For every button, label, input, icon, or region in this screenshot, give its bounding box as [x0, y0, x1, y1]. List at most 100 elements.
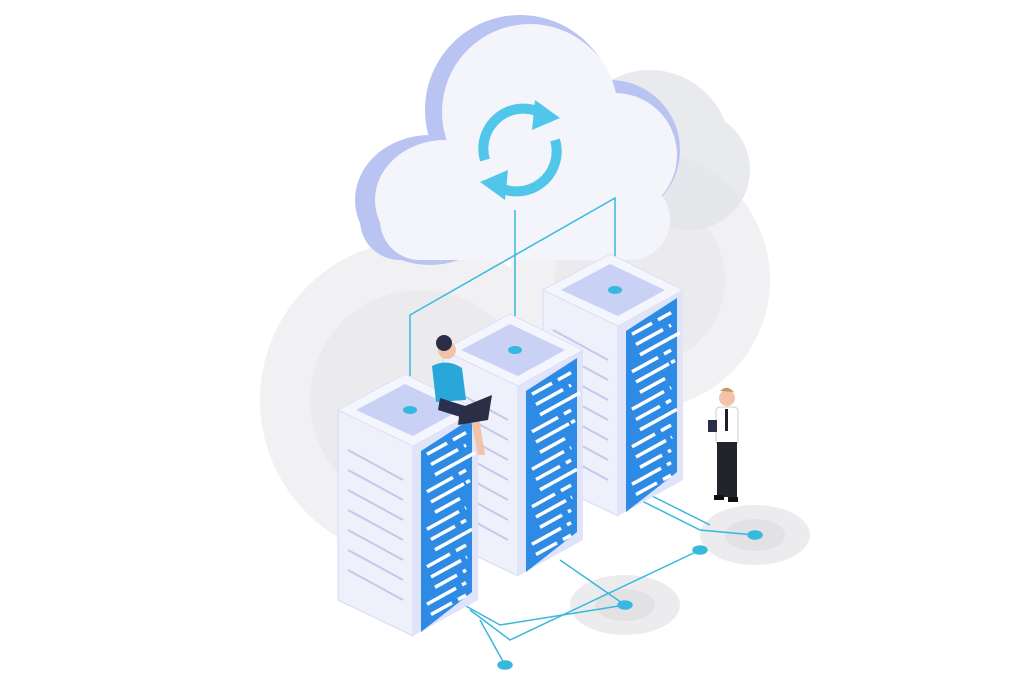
- server-slot: [562, 533, 572, 542]
- vent-line: [347, 449, 404, 481]
- wire: [649, 494, 711, 526]
- server-slot: [531, 415, 559, 434]
- connector-dot: [617, 600, 633, 610]
- server-slot: [458, 468, 467, 476]
- server-rack: [336, 373, 480, 637]
- server-slot: [631, 432, 656, 449]
- server-slot: [463, 443, 467, 448]
- server-slot: [452, 431, 467, 442]
- wire: [409, 196, 616, 410]
- server-slot: [465, 527, 473, 535]
- vent-line: [552, 329, 609, 361]
- server-slot: [639, 334, 675, 357]
- server-slot: [462, 568, 467, 574]
- vent-line: [347, 469, 404, 501]
- server-slot: [670, 435, 673, 440]
- server-panel: [526, 358, 577, 572]
- server-slot: [455, 543, 467, 553]
- server-slot: [531, 381, 553, 396]
- server-racks: [336, 253, 685, 637]
- server-slot: [430, 482, 465, 504]
- connector-dot: [692, 545, 708, 555]
- server-slot: [426, 441, 448, 456]
- vent-line: [347, 489, 404, 521]
- server-slot: [430, 524, 456, 542]
- server-slot: [535, 388, 564, 407]
- server-slot: [557, 371, 572, 382]
- man-with-tablet: [708, 387, 739, 502]
- server-slot: [539, 513, 563, 529]
- server-slot: [430, 601, 453, 617]
- server-slot: [635, 362, 670, 384]
- server-slot: [560, 483, 572, 493]
- server-slot: [669, 386, 672, 390]
- server-slot: [639, 376, 666, 394]
- connector-dot: [497, 660, 513, 670]
- server-panel: [626, 298, 677, 512]
- server-slot: [457, 593, 467, 602]
- server-slot: [434, 531, 467, 552]
- sync-icon: [478, 100, 562, 200]
- server-slot: [565, 458, 572, 465]
- server-slot: [670, 331, 681, 340]
- server-slot: [460, 518, 467, 525]
- vent-line: [347, 529, 404, 561]
- server-panel: [421, 418, 472, 632]
- server-slot: [570, 418, 576, 425]
- server-slot: [539, 394, 575, 417]
- wire: [479, 619, 506, 666]
- server-slot: [434, 496, 461, 514]
- server-side-face: [337, 409, 414, 637]
- server-slot: [535, 464, 561, 482]
- server-slot: [635, 438, 667, 459]
- server-slot: [635, 404, 661, 422]
- vent-line: [347, 549, 404, 581]
- connector-dot: [508, 346, 522, 354]
- server-slot: [670, 407, 678, 415]
- connector-dot: [747, 530, 763, 540]
- wire: [639, 499, 756, 536]
- connector-dot: [403, 406, 417, 414]
- server-slot: [631, 389, 665, 411]
- server-slot: [670, 358, 676, 365]
- server-slot: [535, 422, 570, 444]
- server-slot: [631, 466, 662, 486]
- server-slot: [665, 398, 672, 405]
- server-slot: [657, 311, 672, 322]
- connector-dot: [608, 286, 622, 294]
- server-slot: [570, 495, 573, 500]
- server-slot: [465, 451, 476, 460]
- server-slot: [434, 573, 458, 589]
- server-slot: [663, 348, 672, 356]
- server-slot: [570, 391, 581, 400]
- server-slot: [639, 411, 672, 432]
- server-slot: [464, 506, 467, 510]
- server-slot: [668, 323, 672, 328]
- server-slot: [569, 446, 572, 450]
- server-slot: [666, 461, 672, 467]
- wire: [469, 549, 701, 641]
- server-slot: [430, 558, 462, 579]
- vent-line: [347, 569, 404, 601]
- laptop-icon: [458, 395, 492, 425]
- server-slot: [539, 436, 566, 454]
- wire: [454, 599, 626, 626]
- server-slot: [563, 408, 572, 416]
- server-slot: [531, 526, 562, 546]
- wire: [559, 559, 626, 606]
- tablet-icon: [708, 420, 717, 432]
- server-slot: [430, 448, 459, 467]
- server-slot: [662, 473, 672, 482]
- server-slot: [567, 508, 572, 514]
- server-slot: [426, 586, 457, 606]
- server-slot: [539, 471, 572, 492]
- server-slot: [531, 492, 556, 509]
- server-slot: [531, 449, 565, 471]
- server-slot: [570, 467, 578, 475]
- server-slot: [660, 423, 672, 433]
- server-slot: [461, 581, 467, 587]
- server-slot: [631, 321, 653, 336]
- server-slot: [535, 498, 567, 519]
- server-slot: [635, 481, 658, 497]
- server-slot: [635, 328, 664, 347]
